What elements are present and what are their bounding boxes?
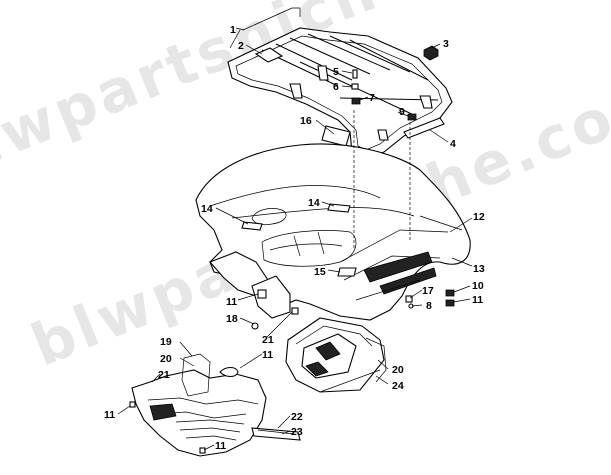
callout-11-body: 11 (226, 296, 237, 308)
callout-6: 6 (333, 81, 339, 93)
callout-12: 12 (473, 211, 485, 223)
left-footwell (129, 353, 301, 457)
callout-14-left: 14 (201, 203, 213, 215)
callout-23: 23 (291, 426, 303, 438)
callout-11-bottom: 11 (215, 440, 226, 452)
right-footwell (285, 317, 387, 393)
callout-19: 19 (160, 336, 172, 348)
callout-20-left: 20 (160, 353, 172, 365)
callout-16: 16 (300, 115, 312, 127)
rear-rack (227, 7, 453, 159)
callout-11-center: 11 (262, 349, 273, 361)
callout-24: 24 (392, 380, 404, 392)
callout-1: 1 (230, 24, 236, 36)
callout-17: 17 (422, 285, 434, 297)
callout-labels: 1 2 3 4 5 6 7 9 16 14 14 12 13 15 10 11 … (104, 24, 485, 452)
rear-fender-body (195, 110, 471, 330)
callout-22: 22 (291, 411, 303, 423)
callout-11-left: 11 (104, 409, 115, 421)
leader-lines (117, 27, 473, 451)
callout-7: 7 (369, 92, 375, 104)
callout-18: 18 (226, 313, 238, 325)
callout-14-center: 14 (308, 197, 320, 209)
callout-8: 8 (426, 300, 432, 312)
callout-21-top: 21 (262, 334, 274, 346)
callout-4: 4 (450, 138, 456, 150)
callout-3: 3 (443, 38, 449, 50)
callout-13: 13 (473, 263, 485, 275)
callout-21-left: 21 (158, 369, 170, 381)
callout-11-right: 11 (472, 294, 483, 306)
callout-9: 9 (399, 106, 405, 118)
callout-5: 5 (333, 66, 339, 78)
callout-2: 2 (238, 40, 244, 52)
callout-10: 10 (472, 280, 484, 292)
callout-15: 15 (314, 266, 326, 278)
callout-20-right: 20 (392, 364, 404, 376)
